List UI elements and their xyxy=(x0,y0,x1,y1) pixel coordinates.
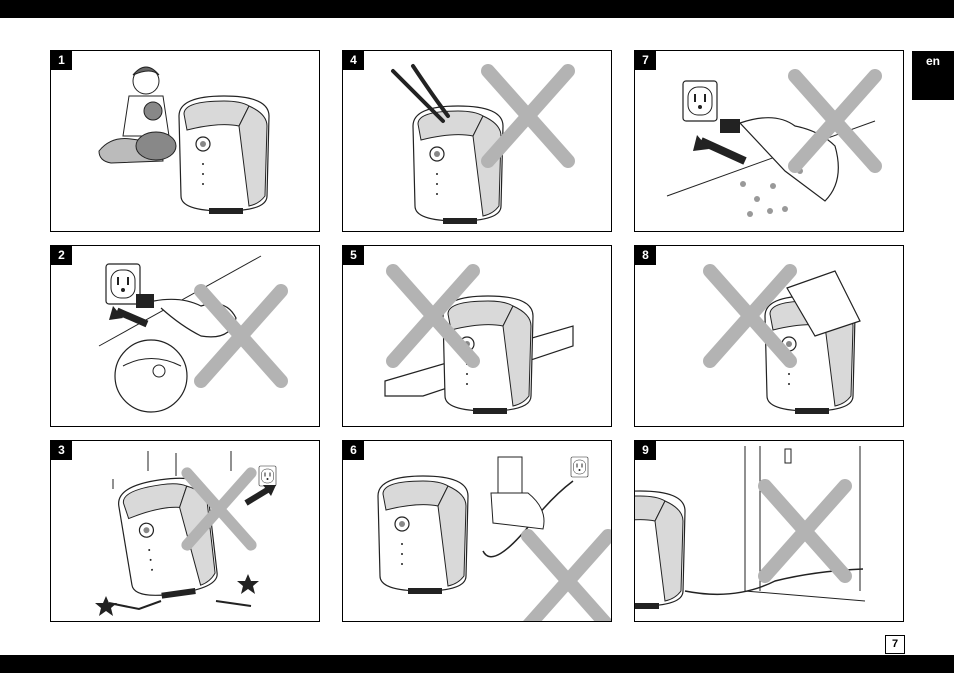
panel-9: 9 xyxy=(634,440,904,622)
illustration-falling-heater xyxy=(51,441,320,622)
illustration-no-cord-under-door xyxy=(635,441,904,622)
illustration-do-not-cover xyxy=(635,246,904,427)
panel-number: 8 xyxy=(635,246,656,265)
illustration-no-wet-hands xyxy=(635,51,904,232)
page-number: 7 xyxy=(885,635,905,654)
panel-number: 3 xyxy=(51,441,72,460)
illustration-no-cord-under-foot xyxy=(343,441,612,622)
panel-number: 4 xyxy=(343,51,364,70)
illustration-no-placement-on-edge xyxy=(343,246,612,427)
panel-number: 9 xyxy=(635,441,656,460)
panel-number: 2 xyxy=(51,246,72,265)
illustration-no-tools-into-heater xyxy=(343,51,612,232)
panel-number: 5 xyxy=(343,246,364,265)
panel-number: 6 xyxy=(343,441,364,460)
panel-number: 7 xyxy=(635,51,656,70)
illustration-child-near-heater xyxy=(51,51,320,232)
panel-2: 2 xyxy=(50,245,320,427)
illustration-unplug-by-cord xyxy=(51,246,320,427)
panel-5: 5 xyxy=(342,245,612,427)
panel-7: 7 xyxy=(634,50,904,232)
panel-3: 3 xyxy=(50,440,320,622)
language-tab: en xyxy=(912,51,954,100)
panel-8: 8 xyxy=(634,245,904,427)
top-bar xyxy=(0,0,954,18)
panel-number: 1 xyxy=(51,51,72,70)
panel-1: 1 xyxy=(50,50,320,232)
panel-6: 6 xyxy=(342,440,612,622)
bottom-bar xyxy=(0,655,954,673)
panel-4: 4 xyxy=(342,50,612,232)
